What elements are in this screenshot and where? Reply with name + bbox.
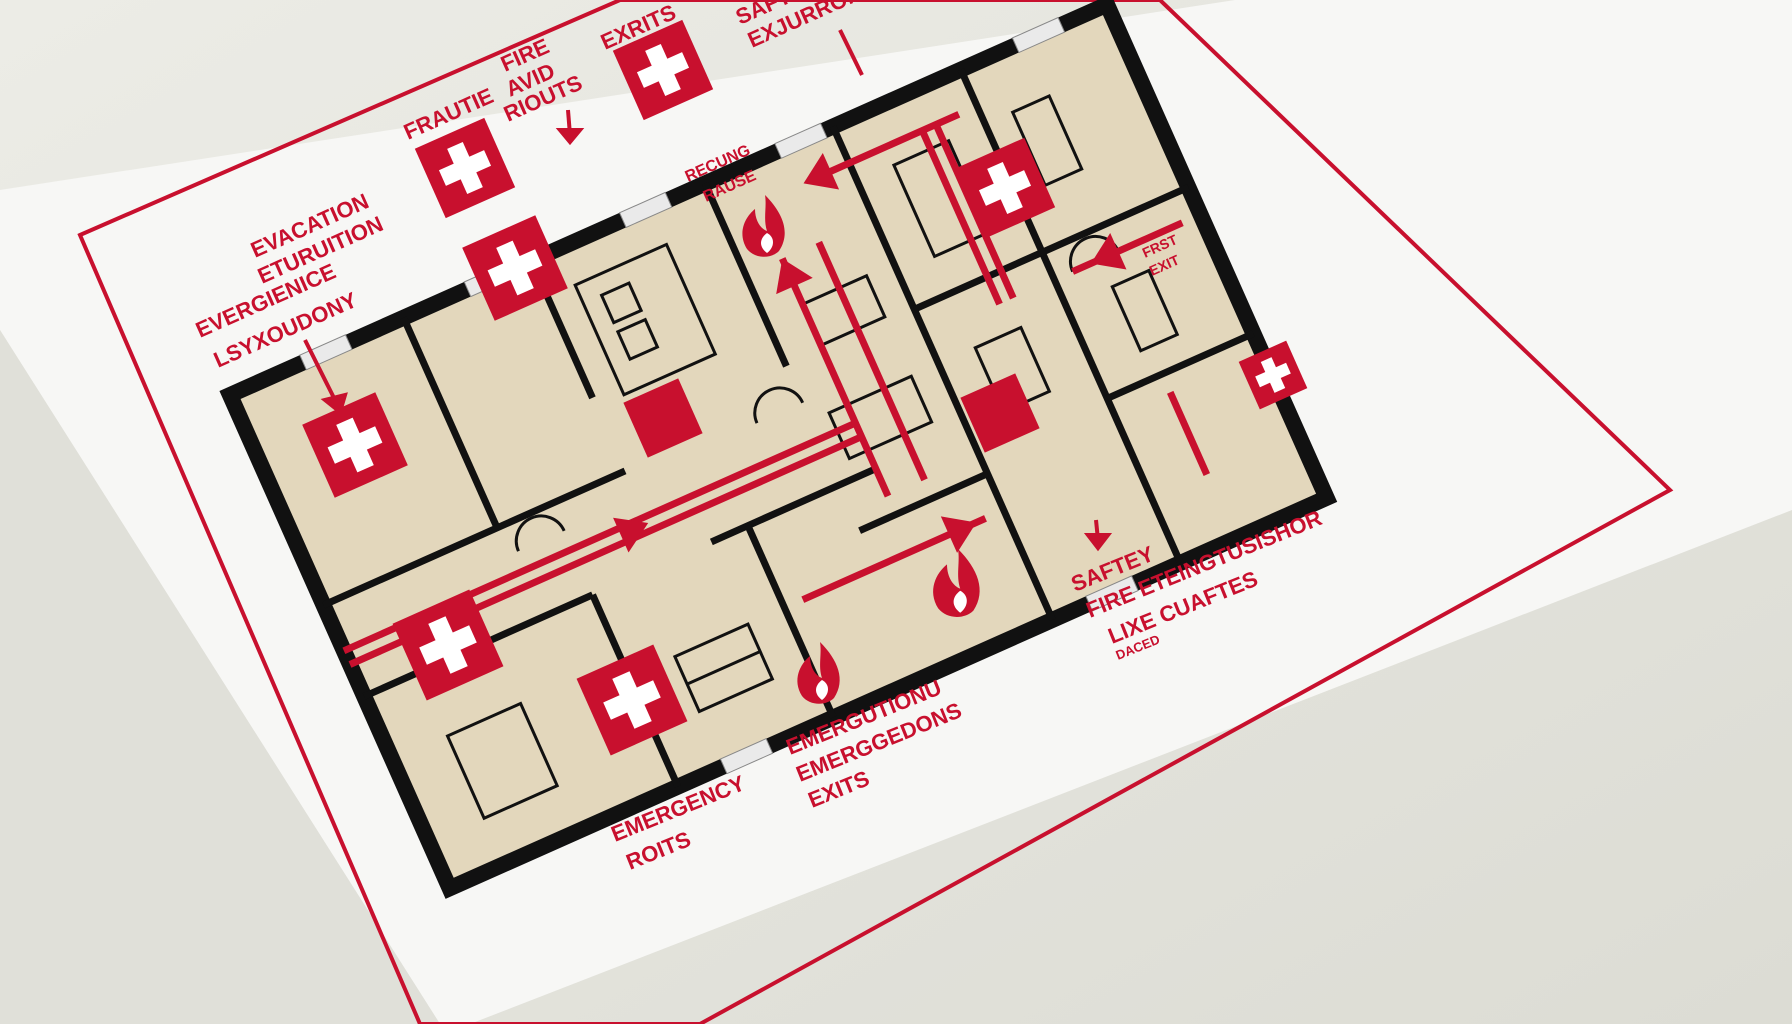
route-arrow-icon bbox=[776, 258, 813, 295]
furniture bbox=[445, 93, 1180, 821]
red-square-marker bbox=[623, 378, 703, 458]
route-arrow-icon bbox=[803, 152, 840, 190]
red-square-marker bbox=[960, 373, 1040, 453]
label-arrows bbox=[303, 29, 1113, 552]
route-arrows bbox=[613, 152, 1127, 553]
red-border-frame bbox=[77, 0, 1674, 1024]
route-arrow-icon bbox=[940, 516, 977, 553]
route-arrow-icon bbox=[1090, 232, 1127, 270]
route-arrow-icon bbox=[613, 517, 649, 553]
